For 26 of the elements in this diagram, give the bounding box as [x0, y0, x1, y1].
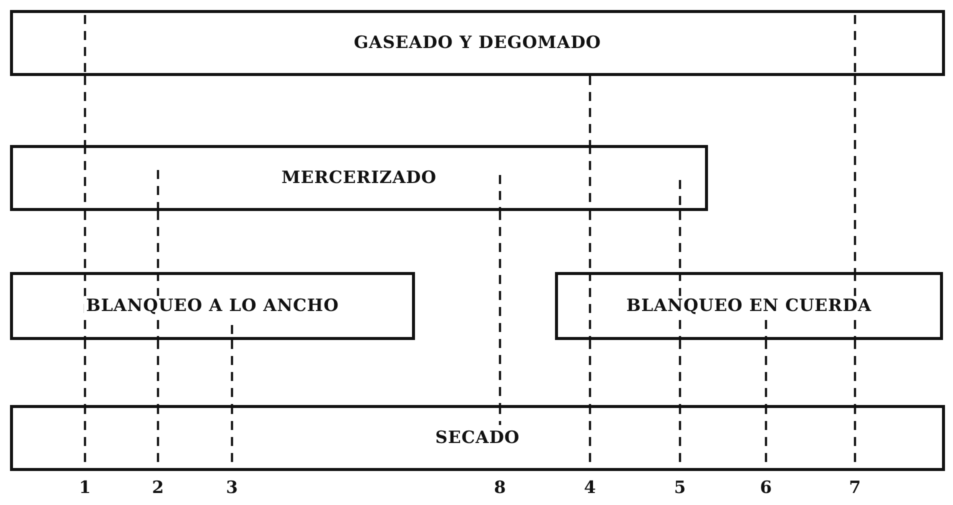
route-number: 6: [760, 478, 772, 498]
dashed-connector: [230, 340, 234, 405]
dashed-connector: [854, 340, 856, 405]
route-number: 2: [152, 478, 164, 498]
process-box: [10, 405, 945, 471]
dashed-connector: [498, 211, 502, 405]
dashed-connector: [588, 340, 592, 405]
route-number: 7: [849, 478, 861, 498]
process-label: BLANQUEO EN CUERDA: [624, 296, 874, 316]
process-box: [555, 272, 943, 340]
route-number: 8: [494, 478, 506, 498]
process-box: [10, 272, 415, 340]
process-box: [10, 10, 945, 76]
process-box: [10, 145, 708, 211]
dashed-connector: [588, 76, 592, 145]
route-number: 1: [79, 478, 91, 498]
dashed-connector: [678, 340, 682, 405]
process-label: BLANQUEO A LO ANCHO: [84, 296, 341, 316]
route-number: 3: [226, 478, 238, 498]
dashed-connector: [84, 76, 86, 145]
dashed-connector: [764, 340, 768, 405]
dashed-connector: [84, 340, 86, 405]
route-number: 4: [584, 478, 596, 498]
dashed-connector: [854, 76, 856, 272]
dashed-connector: [156, 340, 160, 405]
route-number: 5: [674, 478, 686, 498]
